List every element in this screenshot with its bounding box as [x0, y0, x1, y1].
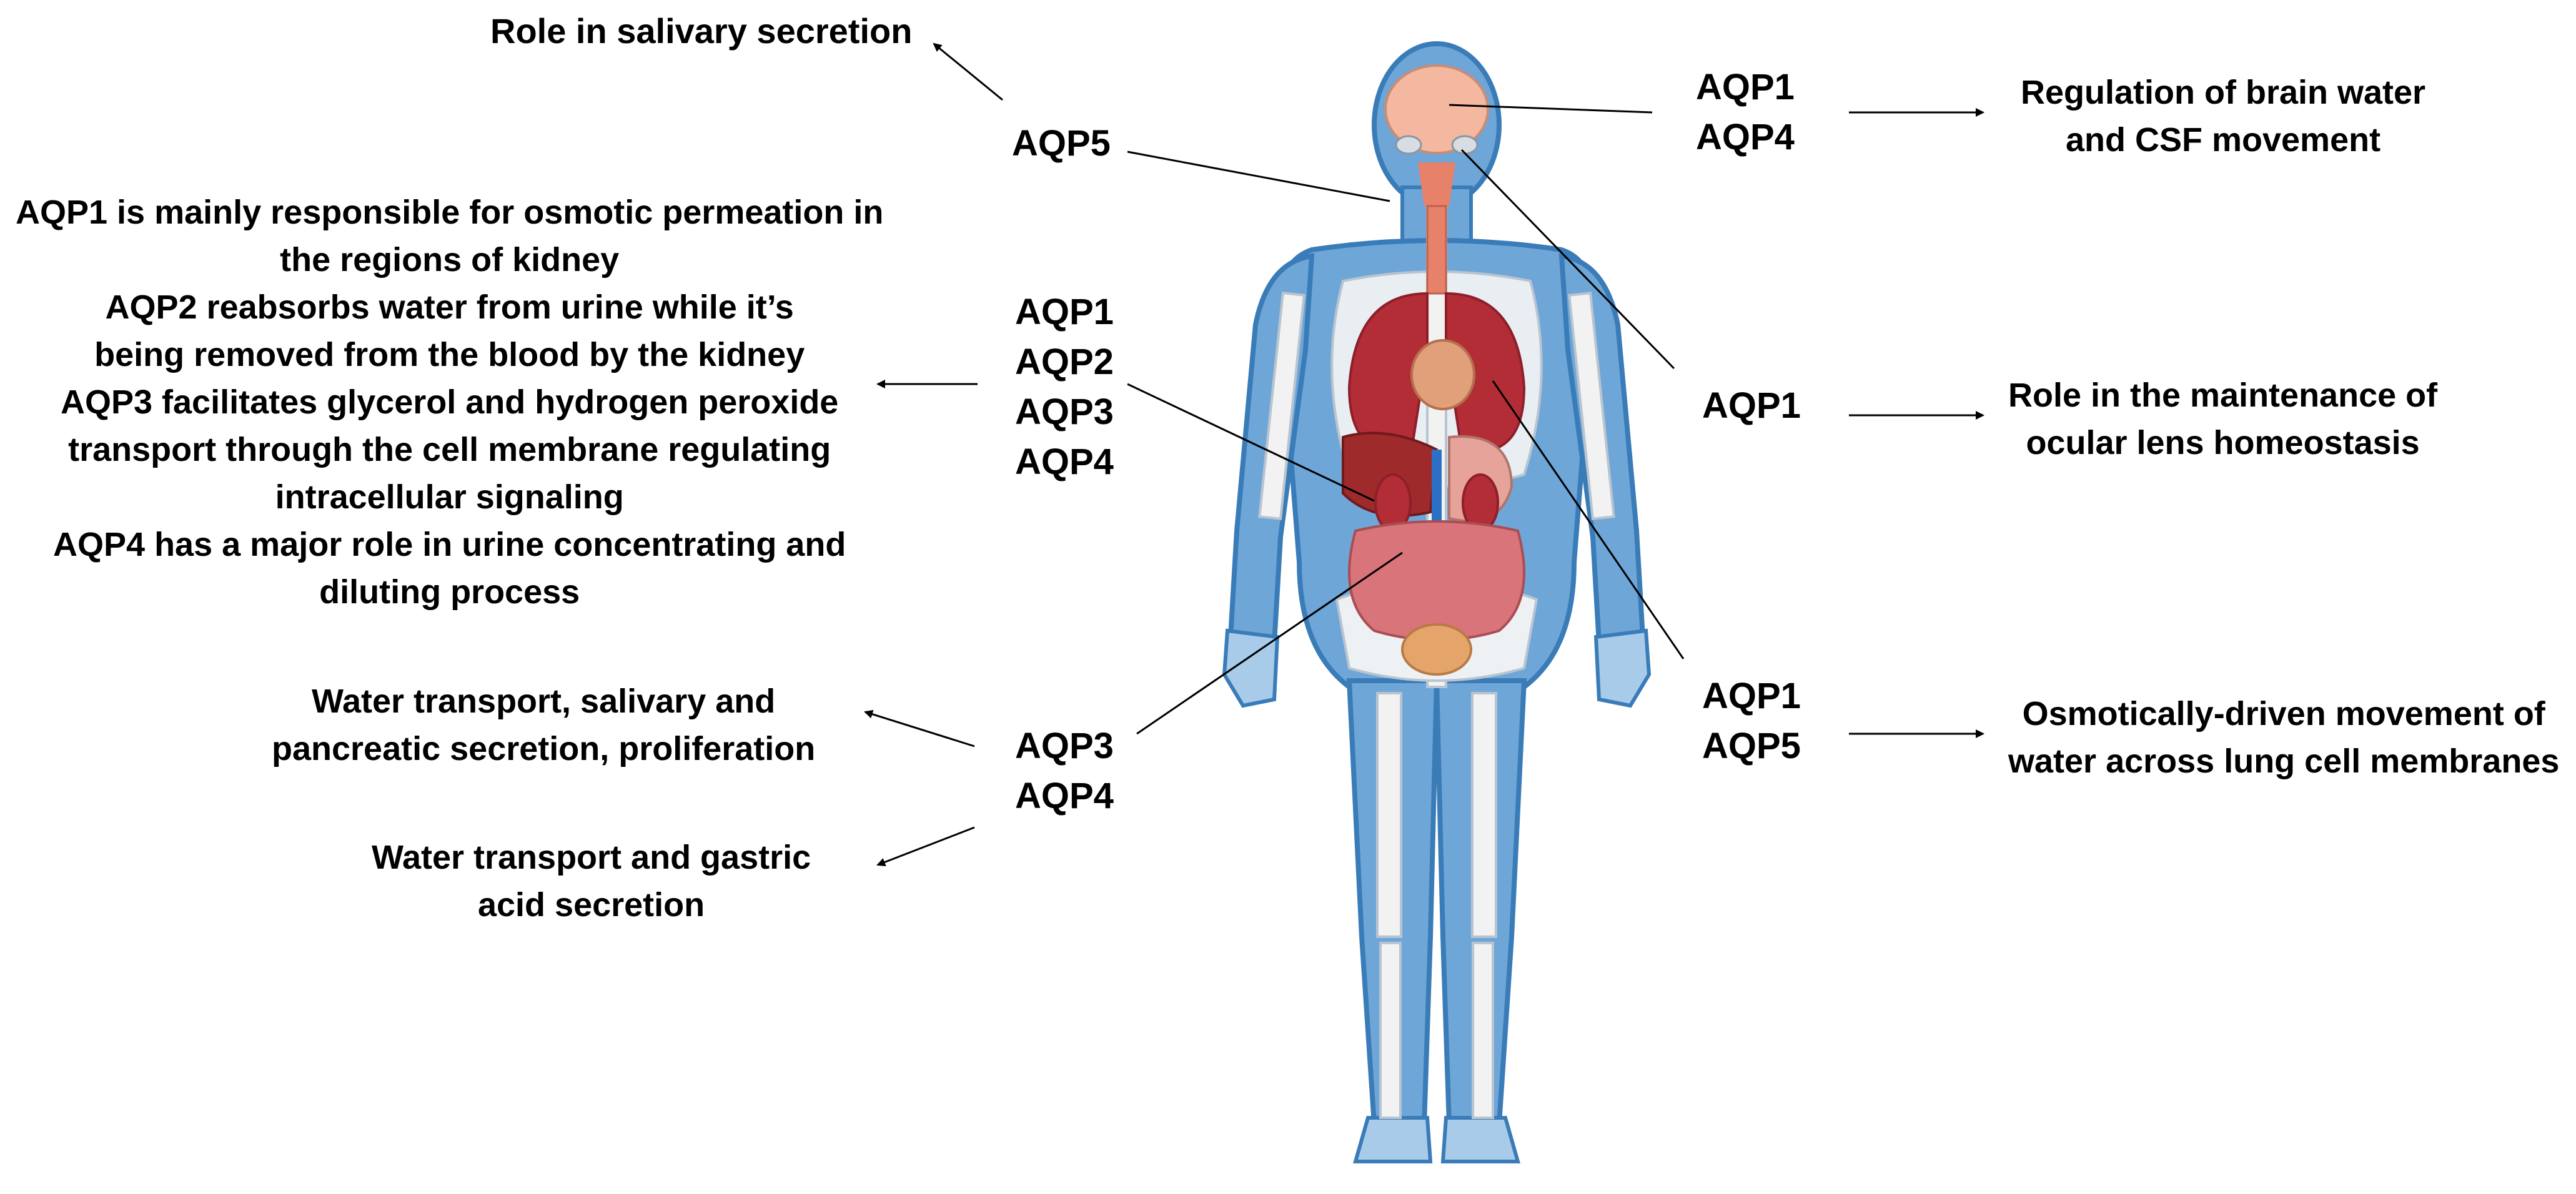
bladder-organ — [1401, 623, 1472, 676]
description-line: ocular lens homeostasis — [2026, 424, 2420, 461]
connector-kidney-group-to-kidney — [1127, 383, 1375, 502]
intestines-organ — [1348, 520, 1525, 641]
description-line: pancreatic secretion, proliferation — [272, 730, 816, 767]
description-line: Role in the maintenance of — [2008, 377, 2438, 414]
description-line: transport through the cell membrane regu… — [68, 431, 831, 468]
description-line: intracellular signaling — [275, 478, 624, 516]
right-foot-shape — [1440, 1116, 1520, 1163]
organs — [1342, 64, 1526, 676]
description-line: Regulation of brain water — [2021, 74, 2426, 111]
aqp-label: AQP5 — [1012, 123, 1111, 164]
arrow-to-intestine-description — [864, 709, 975, 747]
description-line: diluting process — [319, 573, 580, 611]
connector-lung-group-to-lung — [1492, 380, 1685, 659]
description-line: AQP1 is mainly responsible for osmotic p… — [16, 194, 884, 231]
throat-organ — [1418, 162, 1455, 206]
right-humerus — [1568, 292, 1615, 520]
aqp-group-eye: AQP1 — [1702, 381, 1801, 431]
connector-eye-group-to-eye — [1460, 149, 1675, 370]
description-line: being removed from the blood by the kidn… — [94, 336, 805, 373]
aqp-label: AQP4 — [1015, 442, 1114, 482]
description-line: and CSF movement — [2065, 121, 2381, 159]
description-stomach: Water transport and gastric acid secreti… — [372, 834, 811, 929]
arrow-to-salivary-description — [933, 42, 1003, 101]
description-line: AQP4 has a major role in urine concentra… — [53, 526, 846, 563]
aqp-group-lung: AQP1 AQP5 — [1702, 671, 1801, 771]
left-femur — [1376, 692, 1402, 938]
trachea-organ — [1426, 205, 1447, 295]
left-foot-shape — [1353, 1116, 1433, 1163]
aqp-group-kidney: AQP1 AQP2 AQP3 AQP4 — [1015, 287, 1114, 487]
brain-organ — [1384, 64, 1489, 154]
right-femur — [1471, 692, 1497, 938]
description-line: AQP2 reabsorbs water from urine while it… — [105, 289, 794, 326]
description-brain: Regulation of brain water and CSF moveme… — [2021, 69, 2425, 164]
aqp-label: AQP3 — [1015, 726, 1114, 766]
left-hand-shape — [1222, 628, 1280, 708]
aqp-label: AQP1 — [1702, 676, 1801, 716]
description-salivary: Role in salivary secretion — [490, 11, 913, 51]
description-line: acid secretion — [477, 886, 705, 924]
description-line: Osmotically-driven movement of — [2022, 695, 2545, 733]
left-humerus — [1258, 292, 1305, 520]
aqp-label: AQP2 — [1015, 342, 1114, 382]
right-eye-organ — [1451, 135, 1479, 155]
aqp-group-gut: AQP3 AQP4 — [1015, 721, 1114, 821]
right-hand-shape — [1593, 628, 1652, 708]
description-intestine: Water transport, salivary and pancreatic… — [272, 678, 815, 772]
left-tibia — [1379, 942, 1402, 1119]
connector-gut-group-to-intestine — [1136, 551, 1403, 735]
aqp-label: AQP1 — [1696, 67, 1795, 107]
arrow-to-stomach-description — [876, 826, 975, 867]
description-lung: Osmotically-driven movement of water acr… — [2008, 690, 2559, 785]
left-eye-organ — [1395, 135, 1422, 155]
description-line: the regions of kidney — [280, 241, 620, 279]
aqp-label: AQP4 — [1015, 776, 1114, 816]
connector-brain-group-to-brain — [1449, 104, 1653, 114]
description-kidney: AQP1 is mainly responsible for osmotic p… — [16, 189, 883, 616]
connector-lines — [1127, 104, 1685, 735]
right-tibia — [1472, 942, 1494, 1119]
heart-organ — [1410, 339, 1475, 410]
description-line: water across lung cell membranes — [2008, 743, 2560, 780]
description-line: Water transport, salivary and — [312, 683, 776, 720]
aqp-label: AQP1 — [1015, 292, 1114, 332]
aqp-label: AQP1 — [1702, 385, 1801, 426]
aqp-label: AQP3 — [1015, 392, 1114, 432]
arrows — [864, 42, 1984, 867]
aqp-label: AQP4 — [1696, 117, 1795, 157]
aqp-group-brain: AQP1 AQP4 — [1696, 62, 1795, 162]
description-eye: Role in the maintenance of ocular lens h… — [2008, 372, 2437, 466]
connector-aqp5-to-throat — [1127, 150, 1390, 202]
description-line: AQP3 facilitates glycerol and hydrogen p… — [60, 383, 839, 421]
description-line: Water transport and gastric — [372, 839, 811, 876]
aqp-group-head: AQP5 — [1012, 119, 1111, 169]
aqp-label: AQP5 — [1702, 726, 1801, 766]
